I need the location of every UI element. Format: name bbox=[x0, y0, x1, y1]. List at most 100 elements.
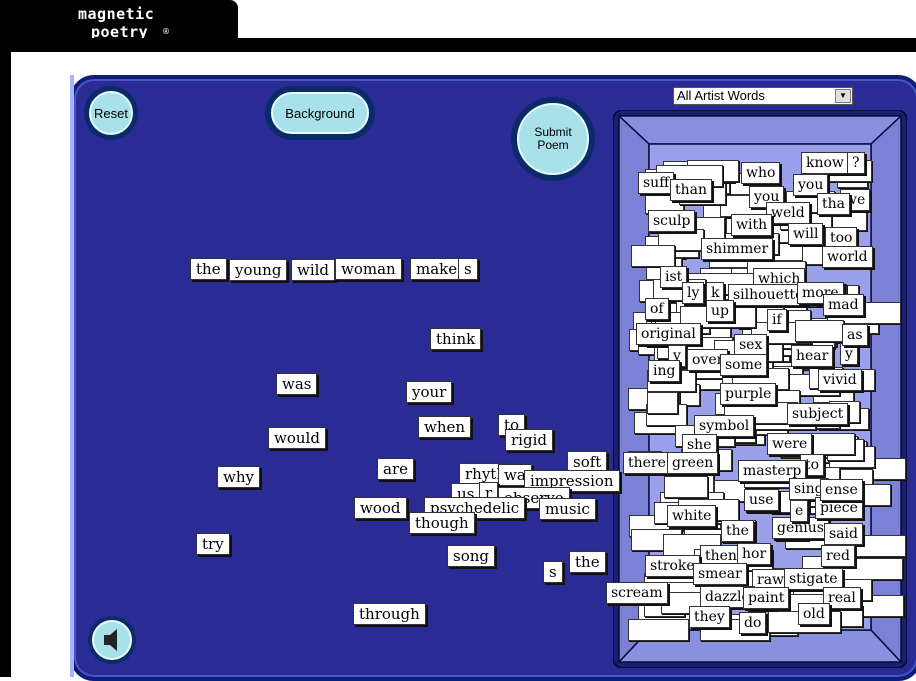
pile-tile-back bbox=[631, 245, 675, 267]
pile-word-tile[interactable]: silhouette bbox=[728, 284, 809, 306]
pile-word-tile[interactable]: suff bbox=[638, 172, 675, 194]
pile-word-tile[interactable]: ly bbox=[682, 282, 705, 304]
pile-word-tile[interactable]: if bbox=[767, 309, 787, 331]
pile-word-tile[interactable]: you bbox=[749, 186, 785, 208]
pile-word-tile[interactable]: old bbox=[798, 603, 830, 625]
pile-word-tile[interactable]: know bbox=[801, 152, 849, 174]
pile-word-tile[interactable]: red bbox=[821, 545, 855, 567]
left-border bbox=[0, 52, 11, 677]
word-tile[interactable]: wood bbox=[354, 497, 407, 519]
pile-word-tile[interactable]: with bbox=[731, 214, 773, 236]
word-set-select[interactable]: All Artist Words ▼ bbox=[673, 87, 853, 105]
word-tile[interactable]: make bbox=[410, 258, 464, 280]
word-tile[interactable]: the bbox=[190, 258, 227, 280]
word-tile[interactable]: though bbox=[409, 512, 475, 534]
word-tile[interactable]: when bbox=[418, 416, 472, 438]
word-tile[interactable]: through bbox=[353, 603, 426, 625]
pile-word-tile[interactable]: the bbox=[721, 520, 754, 542]
pile-word-tile[interactable]: scream bbox=[606, 582, 668, 604]
pile-word-tile[interactable]: piece bbox=[815, 497, 863, 519]
pile-word-tile[interactable]: dazzle bbox=[700, 586, 755, 608]
pile-word-tile[interactable]: subject bbox=[787, 403, 849, 425]
pile-word-tile[interactable]: real bbox=[823, 587, 861, 609]
pile-word-tile[interactable]: paint bbox=[743, 587, 790, 609]
word-tile[interactable]: was bbox=[276, 373, 318, 395]
word-tile[interactable]: think bbox=[430, 328, 482, 350]
pile-word-tile[interactable]: were bbox=[767, 433, 813, 455]
pile-word-tile[interactable]: world bbox=[822, 246, 873, 268]
pile-word-tile[interactable]: who bbox=[741, 162, 781, 184]
submit-poem-button-face: Submit Poem bbox=[517, 103, 589, 175]
word-tile[interactable]: try bbox=[196, 533, 230, 555]
word-tile[interactable]: are bbox=[377, 458, 414, 480]
word-tile[interactable]: impression bbox=[524, 470, 620, 492]
pile-word-tile[interactable]: shimmer bbox=[701, 238, 774, 260]
pile-word-tile[interactable]: mad bbox=[823, 294, 864, 316]
word-tile[interactable]: woman bbox=[335, 258, 402, 280]
pile-word-tile[interactable]: white bbox=[667, 505, 717, 527]
pile-word-tile[interactable]: green bbox=[667, 452, 719, 474]
pile-word-tile[interactable]: ense bbox=[820, 479, 863, 501]
word-tile[interactable]: the bbox=[569, 551, 606, 573]
pile-word-tile[interactable]: ist bbox=[660, 266, 688, 288]
pile-word-tile[interactable]: smear bbox=[693, 563, 747, 585]
pile-word-tile[interactable]: will bbox=[788, 223, 824, 245]
pile-word-tile[interactable]: over bbox=[687, 349, 729, 371]
pile-word-tile[interactable]: sing bbox=[789, 478, 829, 500]
pile-word-tile[interactable]: as bbox=[842, 324, 868, 346]
reset-button[interactable]: Reset bbox=[84, 86, 138, 140]
word-set-selected: All Artist Words bbox=[677, 88, 765, 103]
submit-label-line1: Submit bbox=[534, 125, 572, 139]
background-button[interactable]: Background bbox=[265, 86, 375, 140]
logo-text-poetry: poetry bbox=[91, 23, 149, 41]
word-tile[interactable]: why bbox=[217, 466, 260, 488]
pile-word-tile[interactable]: there bbox=[623, 452, 671, 474]
word-tile[interactable]: s bbox=[543, 561, 563, 583]
speaker-button[interactable] bbox=[87, 615, 137, 665]
word-tile[interactable]: wa bbox=[498, 464, 532, 486]
pile-word-tile[interactable]: she bbox=[682, 434, 717, 456]
pile-tile-back bbox=[664, 476, 708, 498]
pile-word-tile[interactable]: said bbox=[824, 523, 863, 545]
pile-word-tile[interactable]: too bbox=[825, 227, 858, 249]
pile-word-tile[interactable]: ? bbox=[847, 152, 865, 174]
word-tile[interactable]: young bbox=[229, 259, 288, 281]
pile-word-tile[interactable]: masterp bbox=[738, 460, 807, 482]
pile-word-tile[interactable]: you bbox=[793, 174, 829, 196]
pile-word-tile[interactable]: stigate bbox=[784, 568, 843, 590]
pile-word-tile[interactable]: do bbox=[739, 612, 767, 634]
pile-word-tile[interactable]: they bbox=[689, 606, 730, 628]
word-tile[interactable]: song bbox=[447, 545, 495, 567]
pile-word-tile[interactable]: original bbox=[636, 323, 701, 345]
pile-word-tile[interactable]: ing bbox=[648, 360, 681, 382]
word-tile[interactable]: your bbox=[406, 381, 453, 403]
pile-word-tile[interactable]: tha bbox=[817, 193, 850, 215]
pile-word-tile[interactable]: hor bbox=[737, 543, 772, 565]
pile-word-tile[interactable]: sex bbox=[734, 334, 768, 356]
pile-word-tile[interactable]: hear bbox=[791, 345, 834, 367]
word-tile[interactable]: music bbox=[539, 498, 596, 520]
pile-word-tile[interactable]: vivid bbox=[818, 369, 862, 391]
pile-word-tile[interactable]: sculp bbox=[648, 210, 696, 232]
pile-word-tile[interactable]: weld bbox=[766, 202, 810, 224]
pile-word-tile[interactable]: genius bbox=[772, 517, 829, 539]
pile-word-tile[interactable]: up bbox=[706, 300, 734, 322]
word-tile[interactable]: s bbox=[458, 258, 478, 280]
reset-label: Reset bbox=[94, 105, 128, 121]
word-tile[interactable]: would bbox=[268, 427, 326, 449]
pile-word-tile[interactable]: than bbox=[670, 179, 713, 201]
pile-word-tile[interactable]: some bbox=[720, 354, 768, 376]
pile-word-tile[interactable]: use bbox=[744, 489, 779, 511]
board-edge bbox=[70, 75, 74, 677]
pile-word-tile[interactable]: of bbox=[645, 298, 669, 320]
submit-poem-button[interactable]: Submit Poem bbox=[511, 97, 595, 181]
pile-word-tile[interactable]: y bbox=[840, 343, 858, 365]
chevron-down-icon[interactable]: ▼ bbox=[835, 89, 851, 103]
pile-word-tile[interactable]: symbol bbox=[694, 415, 755, 437]
word-tile[interactable]: rigid bbox=[505, 429, 553, 451]
pile-word-tile[interactable]: purple bbox=[720, 383, 777, 405]
pile-word-tile[interactable]: e bbox=[790, 500, 809, 522]
word-tile[interactable]: wild bbox=[291, 259, 336, 281]
pile-word-tile[interactable]: raw bbox=[752, 569, 790, 591]
pile-word-tile[interactable]: stroke bbox=[645, 555, 700, 577]
